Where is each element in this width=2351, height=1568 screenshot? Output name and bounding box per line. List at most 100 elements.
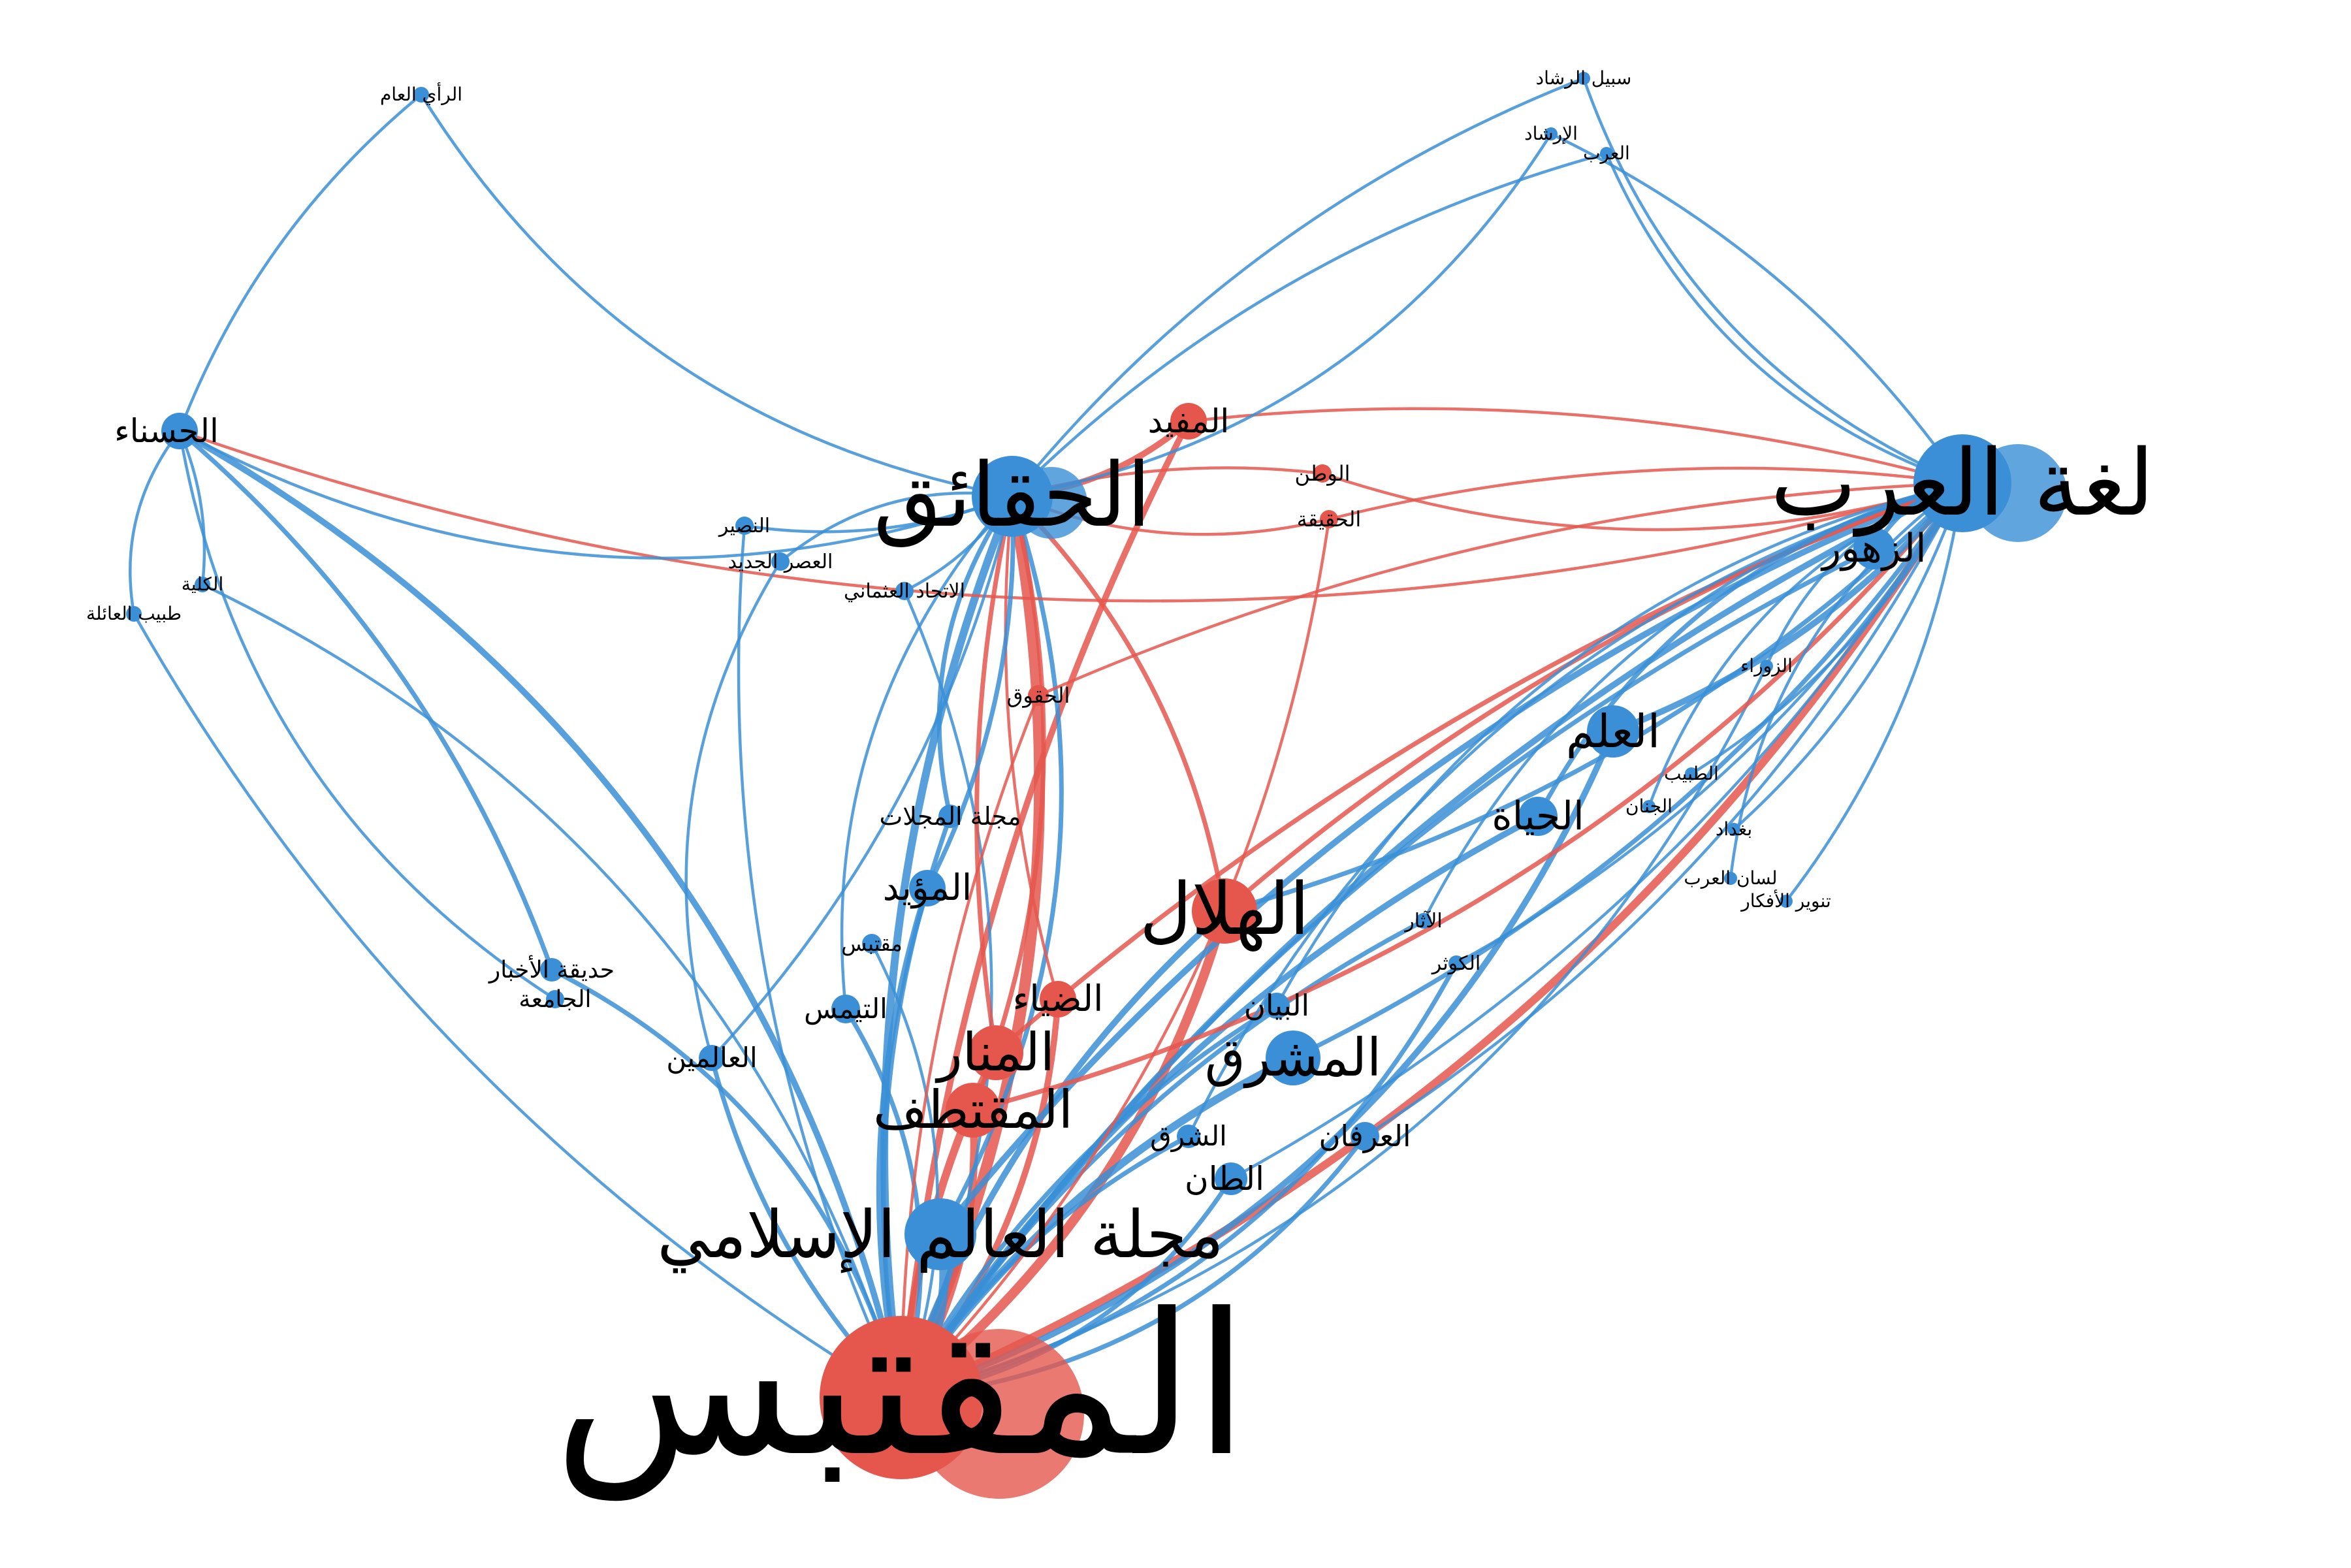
edge-lughat_arab-mashriq <box>1290 481 1965 1061</box>
node-irfan[interactable] <box>1351 1122 1379 1151</box>
edge-haqaiq-irshad <box>1010 132 1553 498</box>
edge-hasna-hadiqa <box>177 428 554 972</box>
edge-lughat_arab-tan <box>1229 481 1964 1181</box>
node-mashriq[interactable] <box>1266 1031 1320 1085</box>
label-lughat_arab: لغة العرب <box>1770 430 2154 537</box>
label-timis: التيمس <box>804 993 888 1025</box>
node-tan[interactable] <box>1215 1162 1247 1195</box>
node-manar[interactable] <box>968 1025 1023 1080</box>
label-irshad: الإرشاد <box>1524 123 1578 144</box>
edge-muqtabas-haqiqa <box>899 517 1331 1400</box>
edge-muqtataf-lughat_arab <box>970 481 1965 1113</box>
label-dia: الضياء <box>1013 978 1104 1019</box>
label-rai_am: الرأي العام <box>380 82 462 105</box>
edge-muqtataf-haqaiq <box>970 494 1046 1113</box>
node-jamia[interactable] <box>546 990 564 1008</box>
node-watan[interactable] <box>1313 464 1332 483</box>
node-ittihad[interactable] <box>895 582 914 600</box>
node-tabib[interactable] <box>1685 767 1698 780</box>
edge-muqtabas-huquq <box>899 694 1040 1400</box>
label-bayan: البيان <box>1244 988 1309 1023</box>
node-ilm[interactable] <box>1587 705 1639 758</box>
label-watan: الوطن <box>1295 461 1351 486</box>
node-muayyad[interactable] <box>909 870 946 906</box>
node-sabil[interactable] <box>1577 72 1590 85</box>
edge-lughat_arab-tanwir <box>1784 481 1964 903</box>
node-hayat[interactable] <box>1518 797 1558 836</box>
node-huquq[interactable] <box>1028 685 1049 706</box>
label-huquq: الحقوق <box>1007 683 1070 708</box>
node-lisan[interactable] <box>1724 872 1737 885</box>
label-alam_islami: مجلة العالم الإسلامي <box>657 1196 1224 1273</box>
label-mufid: المفيد <box>1148 402 1230 440</box>
label-ilm: العلم <box>1566 705 1660 758</box>
label-manar: المنار <box>935 1022 1055 1083</box>
node-athar[interactable] <box>1416 913 1431 929</box>
label-irfan: العرفان <box>1319 1119 1411 1153</box>
label-mashriq: المشرق <box>1205 1027 1381 1089</box>
node-kawthar[interactable] <box>1448 955 1464 971</box>
edge-mufid-lughat_arab <box>1187 407 1964 485</box>
node-arab[interactable] <box>1600 147 1613 160</box>
edge-alam_islami-lughat_arab <box>937 480 1966 1238</box>
edge-muqtabas-haqaiq <box>880 492 1016 1401</box>
node-nasir[interactable] <box>735 517 754 535</box>
edge-haqiqa-lughat_arab <box>1327 466 1964 521</box>
label-haqiqa: الحقيقة <box>1297 507 1361 532</box>
node-hilal[interactable] <box>1192 878 1257 944</box>
node-bayan[interactable] <box>1264 993 1290 1019</box>
node-haqiqa[interactable] <box>1320 510 1338 528</box>
edge-hasna-lughat_arab <box>178 429 1964 603</box>
edge-muqtabas-kulliya <box>200 583 903 1400</box>
node-tabib_aila[interactable] <box>126 606 142 622</box>
label-alamin: العالمين <box>666 1042 757 1074</box>
node-jinan[interactable] <box>1642 800 1655 813</box>
label-baghdad: بغداد <box>1716 818 1752 840</box>
edge-sabil-lughat_arab <box>1582 76 1964 485</box>
label-lisan: لسان العرب <box>1684 867 1777 889</box>
edge-muqtabas-nasir <box>737 524 903 1400</box>
node-alam_islami[interactable] <box>904 1198 976 1270</box>
node-majallat[interactable] <box>938 805 962 828</box>
node-mufid[interactable] <box>1170 403 1207 440</box>
label-jamia: الجامعة <box>519 986 591 1013</box>
node-haqaiq[interactable] <box>972 456 1053 537</box>
node-kulliya[interactable] <box>195 577 210 592</box>
label-tabib_aila: طبيب العائلة <box>86 603 182 624</box>
edge-huquq-lughat_arab <box>1036 481 1964 697</box>
node-muqtataf[interactable] <box>946 1083 1000 1138</box>
edge-haqaiq-majallat <box>936 494 1015 819</box>
node-dia[interactable] <box>1040 981 1076 1017</box>
edge-dia-haqaiq <box>1004 494 1060 1001</box>
label-tabib: الطبيب <box>1664 763 1719 784</box>
label-majallat: مجلة المجلات <box>880 802 1021 831</box>
edge-muqtabas-zuhur <box>899 546 1877 1400</box>
edge-lughat_arab-ilm <box>1610 480 1966 735</box>
edge-lughat_arab-baghdad <box>1732 481 1964 831</box>
label-sharq: الشرق <box>1150 1120 1227 1152</box>
node-zawra[interactable] <box>1760 660 1773 673</box>
node-alamin[interactable] <box>699 1045 725 1071</box>
edge-haqaiq-alamin <box>710 494 1014 1060</box>
node-baghdad[interactable] <box>1727 823 1740 836</box>
node-timis[interactable] <box>831 995 860 1023</box>
label-hilal: الهلال <box>1140 867 1309 952</box>
node-hadiqa[interactable] <box>540 958 564 982</box>
node-asr_jadid[interactable] <box>771 552 790 571</box>
edge-muqtabas-zawra <box>899 664 1768 1400</box>
node-hasna[interactable] <box>161 413 198 449</box>
node-irshad[interactable] <box>1544 127 1558 140</box>
node-sharq[interactable] <box>1177 1125 1200 1148</box>
node-muqtabas2[interactable] <box>862 934 882 953</box>
node-muqtabas[interactable] <box>820 1316 983 1479</box>
edge-hasna-rai_am <box>178 93 423 433</box>
node-zuhur[interactable] <box>1853 528 1895 569</box>
node-rai_am[interactable] <box>413 87 429 103</box>
label-kawthar: الكوثر <box>1431 952 1480 975</box>
node-tanwir[interactable] <box>1780 895 1793 908</box>
label-muqtabas2: مقتبس <box>841 931 902 956</box>
nodes-layer <box>126 72 2067 1499</box>
node-lughat_arab[interactable] <box>1913 434 2011 532</box>
edge-lughat_arab-irfan <box>1363 481 1964 1138</box>
